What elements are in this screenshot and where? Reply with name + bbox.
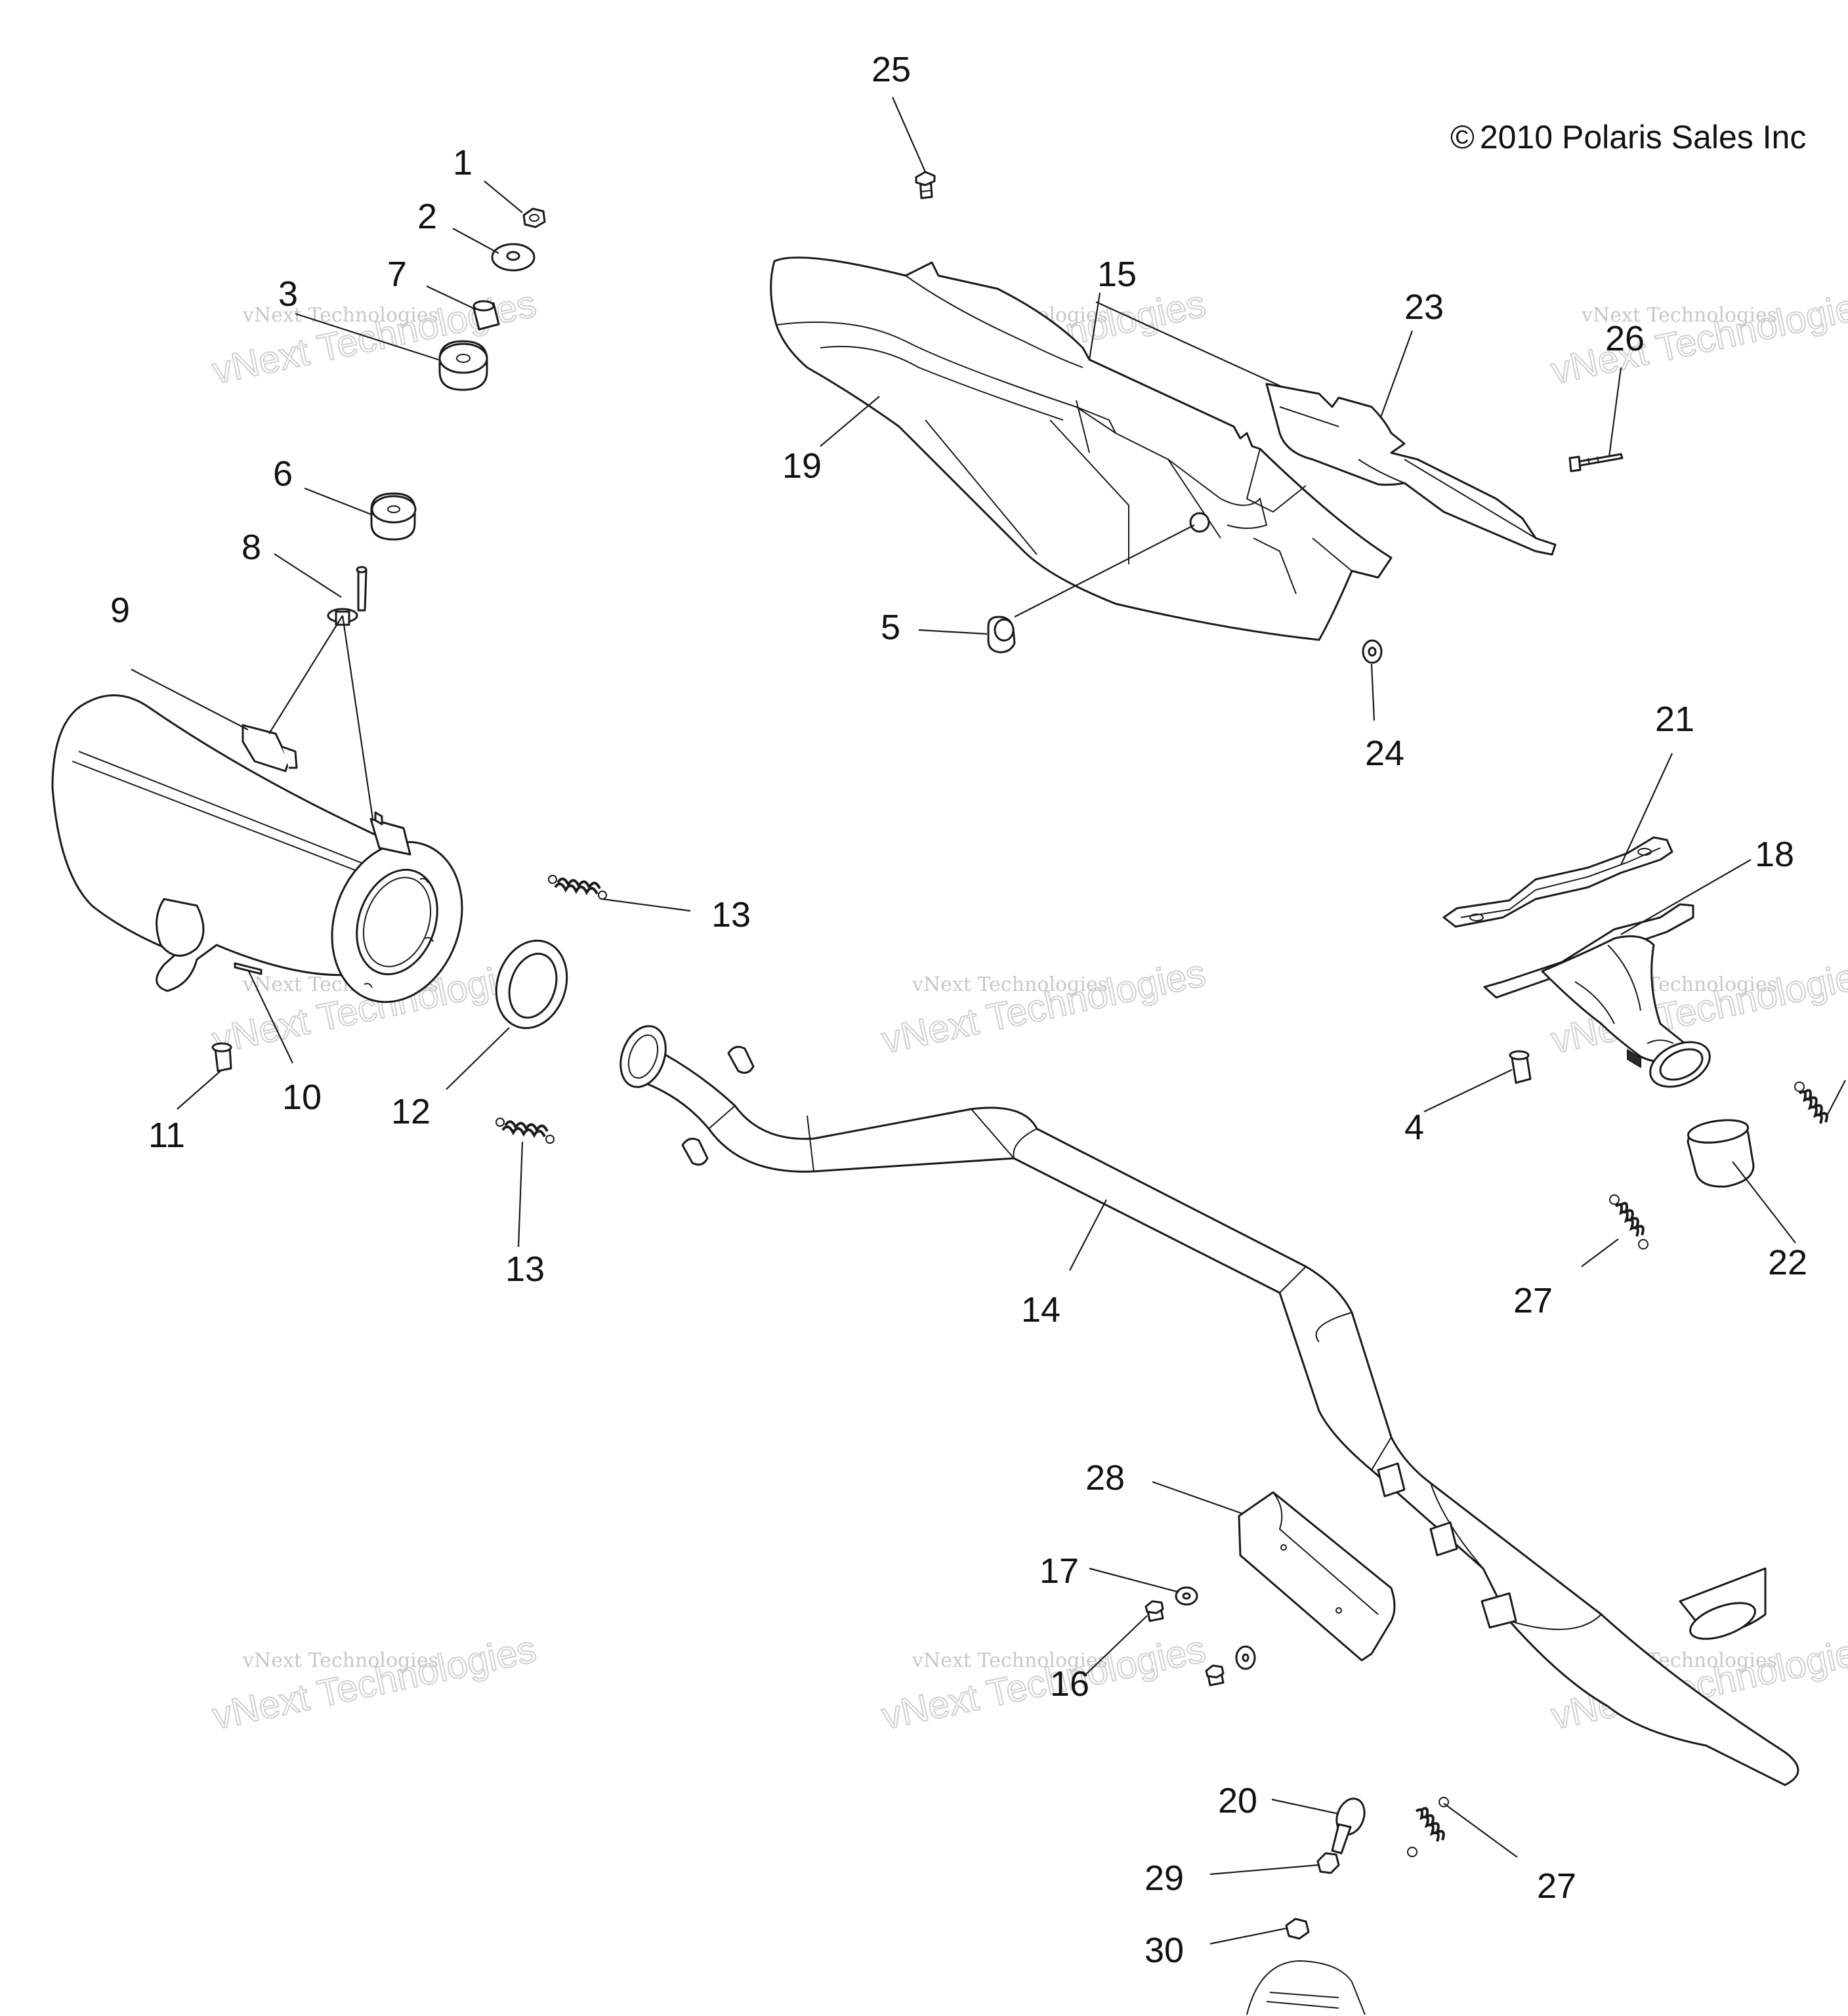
callout-10: 10 bbox=[282, 1078, 322, 1117]
callout-4: 4 bbox=[1404, 1108, 1424, 1147]
watermark-big: vNext Technologies bbox=[209, 282, 539, 392]
copyright-text: ©2010 Polaris Sales Inc bbox=[1450, 119, 1806, 156]
callout-27b: 27 bbox=[1537, 1866, 1576, 1906]
callout-22: 22 bbox=[1768, 1243, 1807, 1282]
callout-7: 7 bbox=[387, 255, 407, 294]
part-27-spring-lower bbox=[1407, 1797, 1449, 1857]
part-11-screw bbox=[211, 1042, 232, 1072]
part-29-nut bbox=[1316, 1852, 1340, 1874]
part-13-spring-upper bbox=[548, 875, 607, 900]
part-6-grommet bbox=[370, 492, 417, 541]
callout-14: 14 bbox=[1021, 1290, 1060, 1330]
watermark-small: vNext Technologies bbox=[242, 304, 438, 327]
part-14-head-pipe bbox=[620, 1025, 1799, 1786]
part-28-heat-shield bbox=[1238, 1491, 1396, 1662]
part-21-gasket bbox=[1442, 836, 1673, 928]
part-7-sleeve bbox=[472, 300, 500, 331]
part-18-manifold bbox=[1483, 903, 1711, 1088]
part-1-nut bbox=[522, 207, 546, 228]
callout-11: 11 bbox=[148, 1116, 185, 1155]
part-13-spring-lower bbox=[495, 1118, 555, 1144]
part-24-washer bbox=[1362, 639, 1383, 664]
part-9-muffler bbox=[51, 694, 463, 1003]
callout-3: 3 bbox=[278, 274, 298, 314]
watermark-small: vNext Technologies bbox=[1581, 304, 1777, 327]
part-8-bolt bbox=[327, 566, 368, 626]
callout-21: 21 bbox=[1655, 700, 1694, 739]
callout-27a: 27 bbox=[1513, 1281, 1553, 1320]
callout-16: 16 bbox=[1050, 1664, 1089, 1704]
callout-19: 19 bbox=[782, 446, 822, 486]
callout-23: 23 bbox=[1404, 287, 1444, 327]
callout-1: 1 bbox=[453, 143, 472, 182]
watermark-small: vNext Technologies bbox=[242, 1649, 438, 1672]
callout-18: 18 bbox=[1755, 835, 1794, 874]
callout-9: 9 bbox=[110, 591, 130, 630]
callout-25: 25 bbox=[872, 50, 911, 89]
callout-26: 26 bbox=[1605, 319, 1645, 358]
callout-13a: 13 bbox=[711, 895, 751, 934]
part-27-spring-right bbox=[1794, 1082, 1828, 1124]
part-5-grommet bbox=[987, 616, 1016, 654]
watermark-big: vNext Technologies bbox=[209, 1628, 539, 1738]
partial-part-bottom bbox=[1246, 1960, 1366, 2015]
part-17-washer-2 bbox=[1235, 1645, 1256, 1670]
part-22-gasket-ring bbox=[1687, 1119, 1755, 1188]
watermark-small: vNext Technologies bbox=[912, 973, 1108, 996]
part-20-bolt bbox=[1331, 1797, 1366, 1855]
part-16-bolt-2 bbox=[1205, 1664, 1225, 1687]
part-30-nut bbox=[1285, 1918, 1310, 1940]
callout-labels: 1 2 3 4 5 6 7 8 9 10 11 12 13 13 14 15 1… bbox=[110, 50, 1807, 1970]
callout-13b: 13 bbox=[505, 1250, 545, 1289]
part-4-stud bbox=[1509, 1050, 1532, 1084]
callout-5: 5 bbox=[881, 608, 900, 647]
part-19-heat-shield bbox=[770, 256, 1393, 641]
callout-6: 6 bbox=[273, 454, 293, 494]
watermark-small: vNext Technologies bbox=[912, 1649, 1108, 1672]
callout-29: 29 bbox=[1144, 1858, 1184, 1898]
callout-15: 15 bbox=[1097, 255, 1137, 294]
leader-lines bbox=[131, 96, 1846, 1945]
callout-2: 2 bbox=[417, 197, 437, 236]
callout-17: 17 bbox=[1040, 1551, 1079, 1591]
part-2-washer bbox=[491, 243, 536, 272]
callout-28: 28 bbox=[1085, 1458, 1125, 1498]
part-25-bolt bbox=[915, 171, 936, 200]
part-27-spring-upper bbox=[1609, 1194, 1648, 1250]
part-17-washer bbox=[1175, 1586, 1198, 1606]
part-16-bolt bbox=[1144, 1600, 1164, 1622]
callout-30: 30 bbox=[1144, 1931, 1184, 1970]
part-26-screw bbox=[1568, 453, 1624, 472]
part-12-gasket bbox=[495, 939, 568, 1030]
callout-20: 20 bbox=[1218, 1781, 1257, 1820]
part-3-grommet bbox=[438, 340, 488, 391]
callout-8: 8 bbox=[242, 528, 261, 567]
watermark-big: vNext Technologies bbox=[878, 952, 1209, 1062]
callout-12: 12 bbox=[391, 1092, 430, 1131]
part-10-pin bbox=[234, 962, 262, 975]
watermark-big: vNext Technologies bbox=[1547, 282, 1848, 392]
watermark-big: vNext Technologies bbox=[878, 1628, 1209, 1738]
callout-24: 24 bbox=[1365, 734, 1404, 773]
